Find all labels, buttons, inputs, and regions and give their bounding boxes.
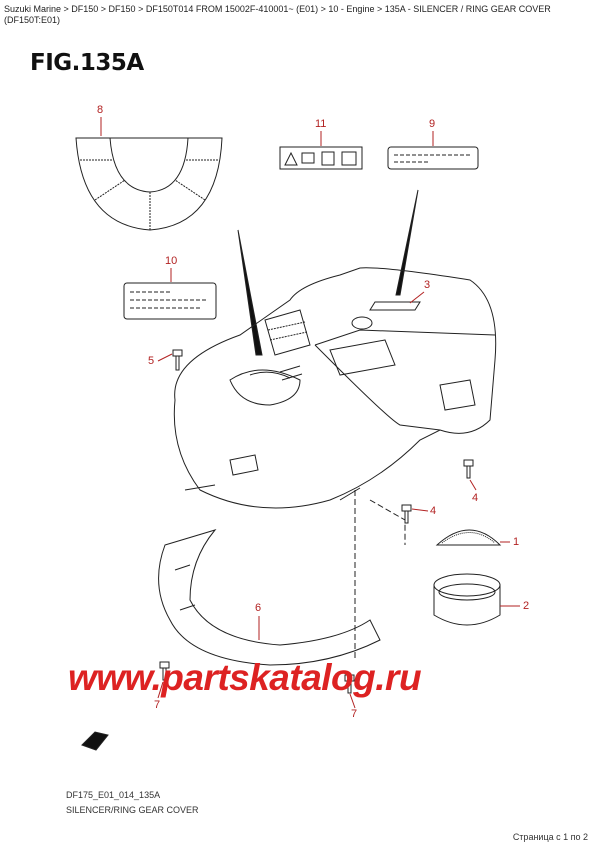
pagination: Страница с 1 по 2 bbox=[512, 832, 588, 842]
callout-7a[interactable]: 7 bbox=[154, 699, 161, 711]
part-2-ring bbox=[433, 573, 501, 626]
diagram-caption: SILENCER/RING GEAR COVER bbox=[66, 805, 199, 815]
bolt-4a bbox=[463, 459, 474, 479]
part-11-label bbox=[279, 146, 363, 170]
callout-7b[interactable]: 7 bbox=[351, 708, 358, 720]
callout-2[interactable]: 2 bbox=[523, 600, 530, 612]
bolt-7a bbox=[159, 661, 170, 681]
figure-title: FIG.135A bbox=[30, 50, 144, 76]
callout-4b[interactable]: 4 bbox=[430, 505, 437, 517]
callout-11[interactable]: 11 bbox=[315, 118, 327, 130]
callout-5[interactable]: 5 bbox=[148, 355, 155, 367]
callout-4a[interactable]: 4 bbox=[472, 492, 479, 504]
bolt-5 bbox=[172, 349, 183, 371]
callout-1[interactable]: 1 bbox=[513, 536, 520, 548]
part-1-grille bbox=[435, 529, 502, 546]
callout-9[interactable]: 9 bbox=[429, 118, 436, 130]
callout-6[interactable]: 6 bbox=[255, 602, 262, 614]
part-3-silencer-cover bbox=[173, 267, 497, 509]
callout-3[interactable]: 3 bbox=[424, 279, 431, 291]
callout-10[interactable]: 10 bbox=[165, 255, 178, 267]
part-10-label bbox=[123, 282, 217, 320]
watermark: www.partskatalog.ru bbox=[68, 657, 422, 698]
breadcrumb[interactable]: Suzuki Marine > DF150 > DF150 > DF150T01… bbox=[4, 4, 551, 25]
callout-8[interactable]: 8 bbox=[97, 104, 104, 116]
bolt-4b bbox=[401, 504, 412, 524]
part-8-decal bbox=[75, 137, 223, 231]
part-9-label bbox=[387, 146, 479, 170]
forward-direction-icon bbox=[81, 731, 109, 751]
diagram-code: DF175_E01_014_135A bbox=[66, 790, 161, 800]
bolt-7b bbox=[344, 674, 355, 694]
part-6-ring-gear-cover bbox=[158, 529, 381, 666]
